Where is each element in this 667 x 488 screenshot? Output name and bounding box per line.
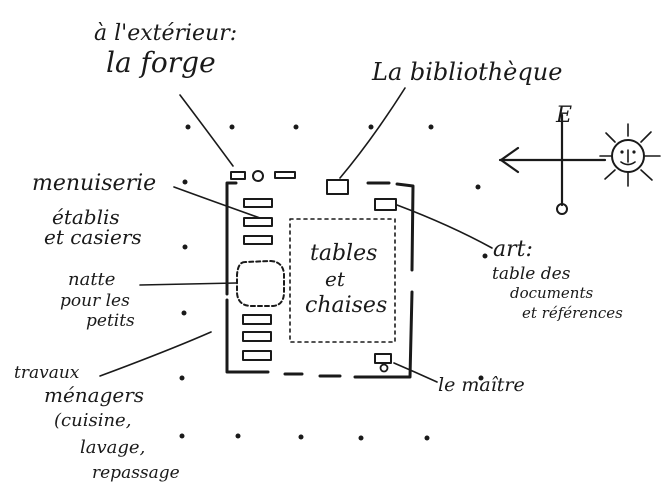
top-openings — [230, 170, 349, 195]
library-shelf — [326, 179, 349, 195]
housework-counters — [242, 314, 272, 361]
label-housework-5: repassage — [92, 463, 180, 483]
label-forge: la forge — [106, 46, 216, 79]
mat-area — [236, 260, 285, 307]
label-housework-4: lavage, — [80, 437, 145, 458]
label-art-1: art: — [493, 237, 533, 262]
teacher-chair — [379, 363, 389, 373]
label-workbench-1: établis — [52, 205, 120, 229]
grid-dots — [179, 124, 488, 441]
label-teacher: le maître — [438, 374, 525, 396]
label-housework-3: (cuisine, — [54, 410, 131, 431]
sun-face-icon — [599, 123, 661, 187]
label-mat-2: pour les — [60, 291, 130, 311]
label-carpentry: menuiserie — [32, 171, 156, 196]
label-housework-1: travaux — [14, 363, 80, 383]
workbenches — [243, 198, 273, 245]
label-art-2: table des — [492, 264, 571, 284]
art-table — [374, 198, 397, 211]
label-housework-2: ménagers — [44, 383, 144, 407]
label-tables-2: et — [325, 267, 346, 291]
label-library: La bibliothèque — [371, 58, 562, 86]
teacher-desk — [374, 353, 392, 364]
label-mat-1: natte — [68, 269, 115, 290]
room-walls — [225, 181, 415, 379]
leader-lines — [99, 87, 493, 383]
compass-east-label: E — [555, 103, 572, 128]
label-art-4: et références — [522, 304, 623, 322]
compass-arrow-icon — [498, 113, 607, 215]
label-art-3: documents — [510, 284, 593, 302]
label-outside: à l'extérieur: — [94, 21, 237, 46]
label-tables-1: tables — [310, 241, 377, 266]
label-workbench-2: et casiers — [44, 225, 142, 249]
tables-area — [289, 218, 396, 343]
label-mat-3: petits — [86, 311, 135, 331]
label-tables-3: chaises — [305, 293, 387, 318]
